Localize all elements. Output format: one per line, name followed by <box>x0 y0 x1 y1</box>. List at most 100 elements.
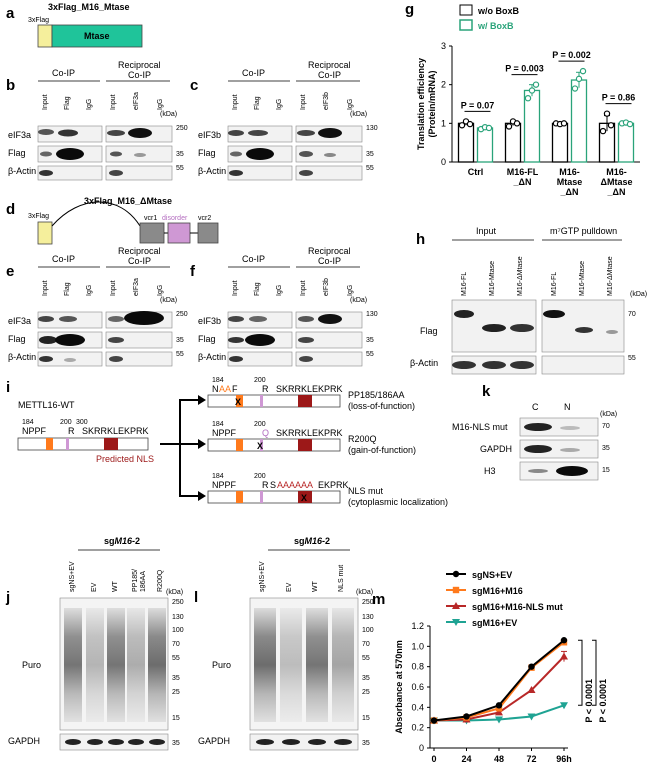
bar <box>523 89 541 163</box>
row-label: eIF3b <box>198 130 221 140</box>
m3-r: R <box>262 480 269 490</box>
reciprocal-header: Reciprocal <box>118 60 161 70</box>
y-axis-label: Absorbance at 570nm <box>394 640 404 734</box>
m2-nls-mark <box>298 439 312 451</box>
x-tick-label: 24 <box>461 754 471 764</box>
flag-tag-label: 3xFlag <box>28 17 49 24</box>
lane-label: M16-FL <box>551 272 558 296</box>
bar <box>457 122 475 163</box>
data-point <box>607 122 615 129</box>
m2-name: R200Q <box>348 434 377 444</box>
marker: 35 <box>366 337 374 344</box>
mtase-domain-box <box>51 24 143 48</box>
data-point <box>532 81 540 88</box>
marker: 130 <box>362 614 374 621</box>
y-tick-label: 0 <box>419 743 424 753</box>
m3-rest: EKPRK <box>318 480 349 490</box>
m3-nls-mark <box>298 491 312 503</box>
m1-f: F <box>232 384 238 394</box>
lane-label: IgG <box>347 285 354 296</box>
row-label: Flag <box>8 148 26 158</box>
lane-label: C <box>532 402 539 412</box>
data-point <box>524 94 532 102</box>
data-point <box>528 87 536 94</box>
group-label: sgM16-2 <box>104 536 140 546</box>
marker: 35 <box>362 740 370 747</box>
lane-label: M16-Mtase <box>489 261 496 296</box>
row-label: eIF3b <box>198 316 221 326</box>
category-label: Ctrl <box>468 167 484 177</box>
lane-label: Input <box>232 280 239 296</box>
marker: 35 <box>172 675 180 682</box>
lane-label: R200Q <box>157 569 164 592</box>
x-tick-label: 48 <box>494 754 504 764</box>
y-tick-label: 1.0 <box>411 641 424 651</box>
panel-d: d 3xFlag_M16_ΔMtase 3xFlag vcr1 disorder… <box>6 196 219 245</box>
row-label: GAPDH <box>480 444 512 454</box>
lane-label: IgG <box>276 285 283 296</box>
coip-header: Co-IP <box>242 68 265 78</box>
m1-aa: AA <box>219 384 231 394</box>
row-label: Flag <box>420 326 438 336</box>
data-point <box>575 75 583 83</box>
residue-number: 200 <box>60 419 72 426</box>
lane-label: M16-FL <box>461 272 468 296</box>
row-label: β-Actin <box>8 352 36 362</box>
lane-label: IgG <box>86 285 93 296</box>
marker: 55 <box>362 655 370 662</box>
marker: 130 <box>366 311 378 318</box>
marker: 250 <box>172 599 184 606</box>
mutation-x: X <box>257 441 263 451</box>
row-label: Flag <box>198 334 216 344</box>
m3-alanines: AAAAAA <box>277 480 313 490</box>
kda-unit: (kDa) <box>350 297 367 304</box>
marker: 35 <box>176 337 184 344</box>
lane-label: Flag <box>64 282 71 296</box>
p-value: P < 0.0001 <box>598 679 608 723</box>
group-label: sgM16-2 <box>294 536 330 546</box>
row-label: GAPDH <box>8 736 40 746</box>
data-point <box>560 702 568 710</box>
row-label: eIF3a <box>8 316 31 326</box>
panel-letter-l: l <box>194 589 198 606</box>
lane-label: eIF3b <box>323 278 330 296</box>
lane-label: eIF3a <box>133 278 140 296</box>
vcr1-label: vcr1 <box>144 215 157 222</box>
row-label: β-Actin <box>198 166 226 176</box>
coip-header: Co-IP <box>242 254 265 264</box>
marker: 55 <box>176 351 184 358</box>
kda-unit: (kDa) <box>600 411 617 418</box>
row-label: β-Actin <box>8 166 36 176</box>
flag-tag-label: 3xFlag <box>28 213 49 220</box>
panel-letter-j: j <box>5 589 10 606</box>
residue-number: 200 <box>254 473 266 480</box>
panel-letter-h: h <box>416 231 425 248</box>
category-label: _ΔN <box>513 177 532 187</box>
data-point <box>452 619 460 626</box>
lane-label: PP185/ <box>132 569 139 592</box>
marker: 15 <box>172 715 180 722</box>
y-tick-label: 0.2 <box>411 723 424 733</box>
panel-d-title: 3xFlag_M16_ΔMtase <box>84 196 172 206</box>
panel-letter-a: a <box>6 5 15 22</box>
reciprocal-coip-header: Co-IP <box>128 256 151 266</box>
panel-b: b Co-IP Reciprocal Co-IP Input Flag IgG … <box>6 60 188 181</box>
row-label: GAPDH <box>198 736 230 746</box>
p-value: P = 0.07 <box>461 100 495 110</box>
row-label: eIF3a <box>8 130 31 140</box>
data-point <box>505 123 513 130</box>
y-tick-label: 0 <box>441 157 446 167</box>
wt-protein-bar <box>17 437 149 451</box>
panel-e: e Co-IP Reciprocal Co-IP Input Flag IgG … <box>6 246 188 367</box>
marker: 25 <box>362 689 370 696</box>
lane-label: Input <box>42 280 49 296</box>
m2-motif: NPPF <box>212 428 237 438</box>
data-point <box>452 602 460 609</box>
wt-r-mark <box>66 438 69 450</box>
lane-label: Input <box>110 280 117 296</box>
marker: 15 <box>362 715 370 722</box>
significance-bracket <box>578 639 583 706</box>
legend-label: sgM16+EV <box>472 618 517 628</box>
kda-unit: (kDa) <box>166 589 183 596</box>
lane-label: Input <box>232 94 239 110</box>
